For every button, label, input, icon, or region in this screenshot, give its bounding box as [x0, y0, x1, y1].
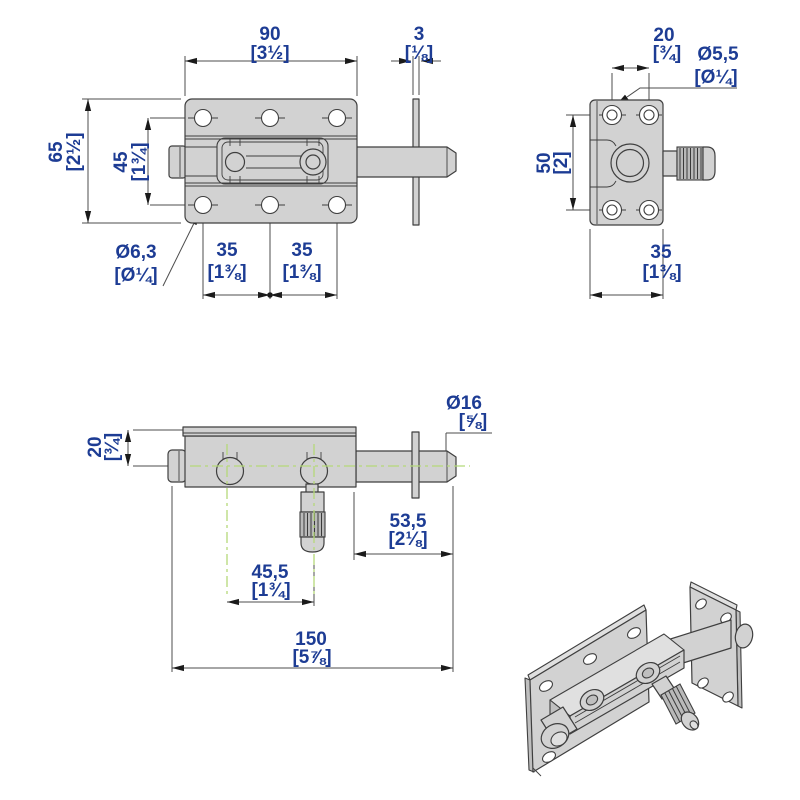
latch-body-side	[184, 435, 357, 488]
iso-bolt-boss	[734, 623, 754, 649]
mounting-hole	[606, 204, 618, 216]
dim-bolt-dia-inch: [⅝]	[459, 411, 488, 432]
dim-end-hole-pitch-inch: [¾]	[653, 43, 682, 64]
dim-keeper-thickness-mm: 3	[414, 24, 425, 45]
dim-front-hole-dia-inch: [Ø¼]	[114, 265, 157, 286]
side-dimension-lines	[124, 429, 492, 672]
dim-front-pitch-right-mm: 35	[291, 240, 313, 261]
dim-front-row-spacing-inch: [1¾]	[129, 142, 150, 181]
dim-end-hole-dia-inch: [Ø¼]	[694, 67, 737, 88]
knob-neck-end	[662, 150, 678, 177]
dim-end-plate-width-mm: 35	[650, 242, 672, 263]
dim-keeper-thickness-inch: [⅛]	[405, 43, 434, 64]
dim-end-hole-dia-mm: Ø5,5	[697, 44, 739, 65]
dim-front-pitch-left-mm: 35	[216, 240, 238, 261]
end-view: 20 [¾] Ø5,5 [Ø¼] 50 [2] 35 [1⅜]	[534, 25, 739, 299]
isometric-view	[524, 581, 754, 777]
mounting-hole	[327, 108, 347, 128]
dim-overall-length-inch: [5⅞]	[292, 647, 331, 668]
dim-bolt-dia-mm: Ø16	[446, 393, 482, 414]
dim-overall-length-mm: 150	[295, 629, 327, 650]
iso-bolt-tip	[540, 706, 578, 749]
dim-front-row-spacing-mm: 45	[111, 151, 132, 173]
dim-end-row-spacing-inch: [2]	[551, 151, 572, 174]
dim-front-pitch-right-inch: [1⅜]	[282, 262, 321, 283]
dim-end-plate-width-inch: [1⅜]	[642, 262, 681, 283]
dim-front-height-inch: [2½]	[64, 132, 85, 171]
dim-front-width-inch: [3½]	[250, 43, 289, 64]
mounting-hole	[260, 108, 280, 128]
front-dimension-lines	[82, 56, 441, 299]
mounting-hole	[327, 195, 347, 215]
front-view: 90 [3½] 3 [⅛] 65 [2½] 45 [1¾] Ø6,3 [Ø¼] …	[46, 24, 457, 299]
dim-knob-offset-inch: [1¾]	[251, 580, 290, 601]
iso-knob	[651, 675, 700, 731]
mounting-hole	[643, 204, 655, 216]
knob-side	[299, 483, 326, 553]
mounting-holes-front	[188, 108, 352, 215]
mounting-hole	[606, 109, 618, 121]
spring-pin	[224, 151, 246, 173]
dim-front-width-mm: 90	[259, 24, 280, 45]
bolt-tip-side	[167, 449, 187, 483]
dim-front-hole-dia-mm: Ø6,3	[115, 242, 156, 263]
knob-knurl-end	[676, 146, 704, 181]
dim-front-height-mm: 65	[46, 141, 67, 163]
mounting-holes-end	[599, 104, 662, 221]
dim-side-body-height-mm: 20	[85, 436, 106, 457]
dim-knob-offset-mm: 45,5	[252, 562, 289, 583]
dim-front-pitch-left-inch: [1⅜]	[207, 262, 246, 283]
mounting-hole	[193, 195, 213, 215]
bolt-tip-front	[168, 145, 187, 179]
dim-end-hole-pitch-mm: 20	[653, 25, 674, 46]
slide-channel	[216, 137, 329, 185]
centerlines	[190, 444, 470, 598]
dim-bolt-extension-mm: 53,5	[390, 511, 427, 532]
keeper-plate-side	[411, 431, 420, 499]
knob-cap-end	[702, 146, 716, 181]
bolt-boss-inner	[615, 148, 645, 178]
mounting-hole	[643, 109, 655, 121]
dim-bolt-extension-inch: [2⅛]	[388, 529, 427, 550]
bolt-rod-front	[355, 146, 457, 178]
side-view: 20 [¾] Ø16 [⅝] 53,5 [2⅛] 45,5 [1¾] 150 […	[85, 393, 492, 672]
knob-base-inner	[305, 154, 321, 170]
plate-band-lines	[185, 135, 357, 187]
latch-plate-front	[184, 98, 358, 224]
dim-end-row-spacing-mm: 50	[534, 152, 555, 173]
iso-latch-body	[549, 633, 685, 735]
dim-side-body-height-inch: [¾]	[102, 433, 123, 462]
mounting-hole	[193, 108, 213, 128]
plate-edge-side	[182, 426, 357, 437]
mounting-hole	[260, 195, 280, 215]
